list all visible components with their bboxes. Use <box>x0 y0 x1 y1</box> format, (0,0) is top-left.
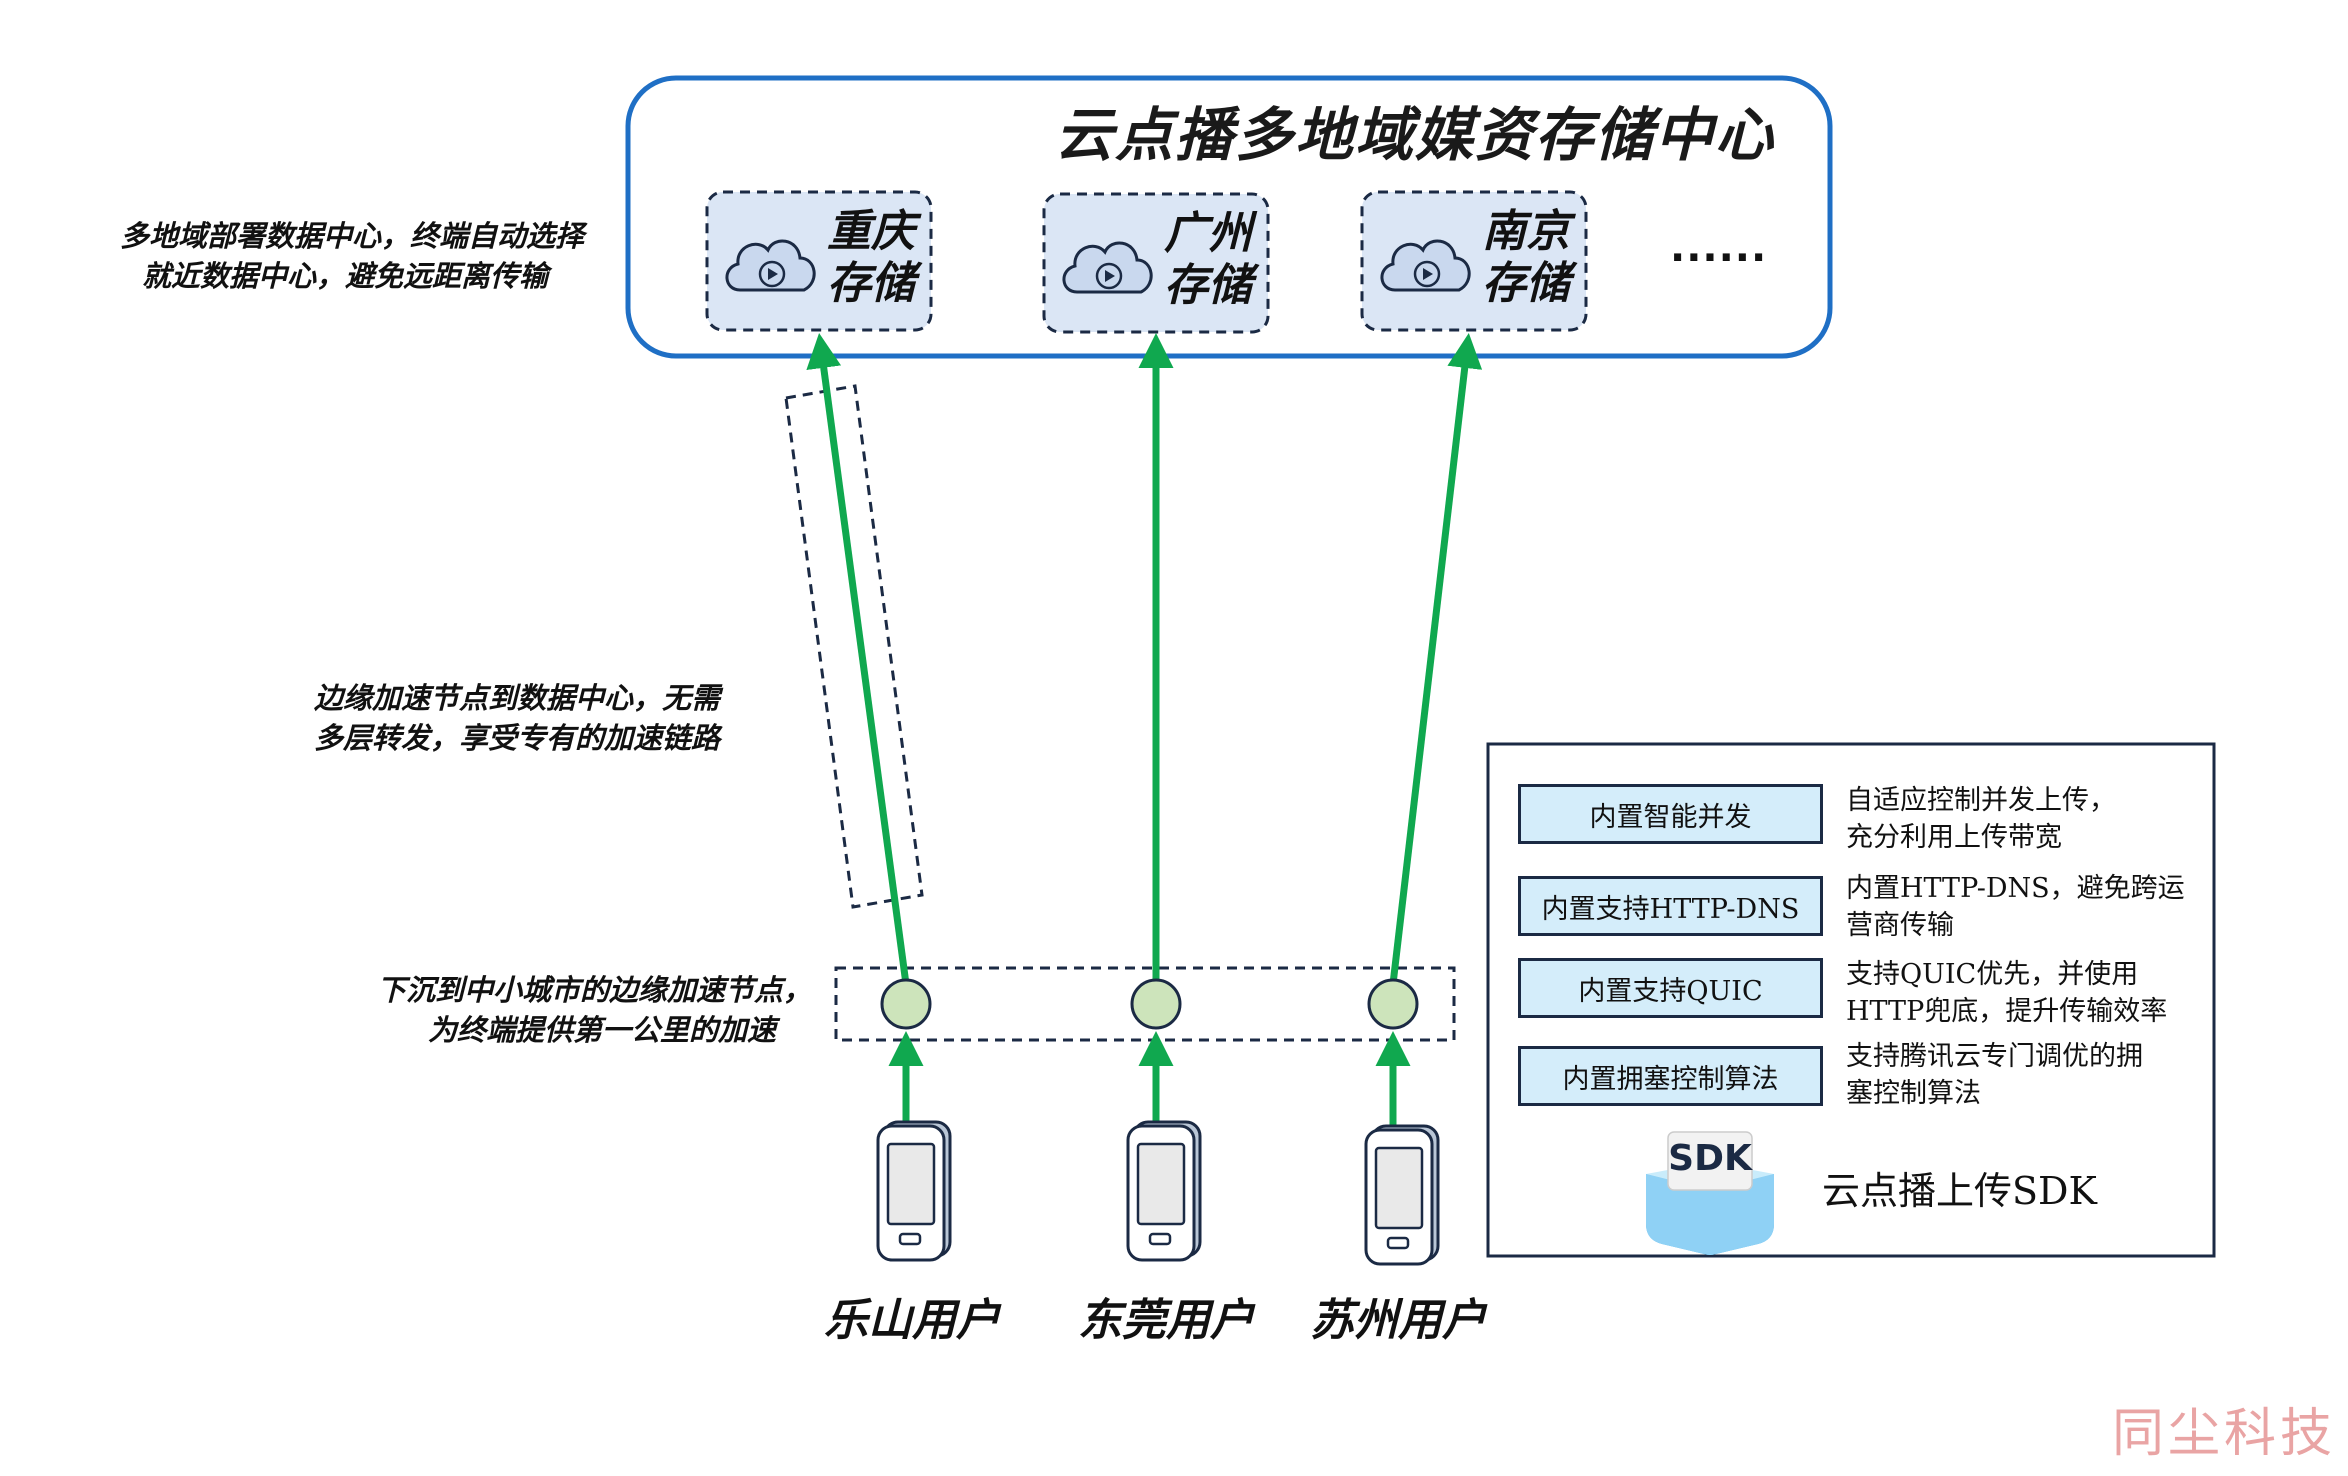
edge-node-band <box>834 966 1456 1042</box>
note-line: 多地域部署数据中心，终端自动选择 <box>119 219 584 253</box>
phone-icon <box>876 1120 952 1262</box>
note-line: 多层转发，享受专有的加速链路 <box>313 721 720 755</box>
user-label-dongguan: 东莞用户 <box>1078 1295 1254 1346</box>
desc-line: 支持腾讯云专门调优的拥 <box>1846 1041 2143 1072</box>
more-storage-indicator: ...... <box>1670 225 1768 271</box>
sdk-feature-desc: 内置HTTP-DNS，避免跨运 营商传输 <box>1846 870 2216 944</box>
user-label-leshan: 乐山用户 <box>824 1295 1000 1346</box>
phone-icon <box>1364 1124 1440 1266</box>
storage-label-nanjing: 南京 存储 <box>1471 206 1581 310</box>
storage-label-chongqing: 重庆 存储 <box>816 206 926 310</box>
desc-line: 营商传输 <box>1846 910 1954 941</box>
storage-box-guangzhou <box>1042 192 1270 334</box>
storage-box-nanjing <box>1360 190 1588 332</box>
storage-name-line2: 存储 <box>1482 258 1570 309</box>
desc-line: 自适应控制并发上传， <box>1846 785 2116 816</box>
sdk-feature-congestion: 内置拥塞控制算法 <box>1518 1046 1823 1106</box>
watermark: 同尘科技 <box>2111 1404 2336 1464</box>
desc-line: 支持QUIC优先，并使用 <box>1846 959 2139 990</box>
desc-line: 塞控制算法 <box>1846 1078 1981 1109</box>
sdk-icon-label: SDK <box>1668 1138 1752 1179</box>
desc-line: HTTP兜底，提升传输效率 <box>1846 996 2168 1027</box>
note-edge-sink: 下沉到中小城市的边缘加速节点， 为终端提供第一公里的加速 <box>377 970 812 1050</box>
page-title: 云点播多地域媒资存储中心 <box>1054 101 1775 169</box>
storage-name-line2: 存储 <box>827 258 915 309</box>
note-edge-to-dc: 边缘加速节点到数据中心，无需 多层转发，享受专有的加速链路 <box>314 678 720 758</box>
storage-box-chongqing <box>705 190 933 332</box>
desc-line: 内置HTTP-DNS，避免跨运 <box>1846 873 2185 904</box>
cloud-video-icon <box>1380 239 1471 292</box>
desc-line: 充分利用上传带宽 <box>1846 822 2062 853</box>
arrow-leshan-to-chongqing <box>806 333 910 985</box>
sdk-feature-httpdns: 内置支持HTTP-DNS <box>1518 876 1823 936</box>
sdk-feature-desc: 自适应控制并发上传， 充分利用上传带宽 <box>1846 782 2216 856</box>
storage-name-line2: 存储 <box>1164 260 1252 311</box>
sdk-box-icon <box>1646 1131 1774 1255</box>
storage-name-line1: 广州 <box>1164 208 1252 259</box>
note-line: 为终端提供第一公里的加速 <box>427 1013 776 1047</box>
cloud-video-icon <box>725 239 816 292</box>
edge-node <box>1367 978 1419 1030</box>
note-line: 下沉到中小城市的边缘加速节点， <box>376 973 812 1007</box>
sdk-feature-desc: 支持QUIC优先，并使用 HTTP兜底，提升传输效率 <box>1846 956 2216 1030</box>
storage-label-guangzhou: 广州 存储 <box>1153 208 1263 312</box>
edge-node <box>880 978 932 1030</box>
note-line: 就近数据中心，避免远距离传输 <box>141 259 548 293</box>
note-line: 边缘加速节点到数据中心，无需 <box>313 681 720 715</box>
user-label-suzhou: 苏州用户 <box>1310 1295 1486 1346</box>
storage-name-line1: 南京 <box>1482 206 1570 257</box>
cloud-video-icon <box>1062 241 1153 294</box>
sdk-caption: 云点播上传SDK <box>1822 1169 2097 1213</box>
note-multi-region: 多地域部署数据中心，终端自动选择 就近数据中心，避免远距离传输 <box>120 216 584 296</box>
arrow-suzhou-to-nanjing <box>1389 333 1483 985</box>
phone-icon <box>1126 1120 1202 1262</box>
sdk-feature-concurrency: 内置智能并发 <box>1518 784 1823 844</box>
edge-node <box>1130 978 1182 1030</box>
dedicated-link-highlight <box>784 384 924 909</box>
sdk-feature-desc: 支持腾讯云专门调优的拥 塞控制算法 <box>1846 1038 2216 1112</box>
sdk-feature-quic: 内置支持QUIC <box>1518 958 1823 1018</box>
storage-name-line1: 重庆 <box>827 206 915 257</box>
